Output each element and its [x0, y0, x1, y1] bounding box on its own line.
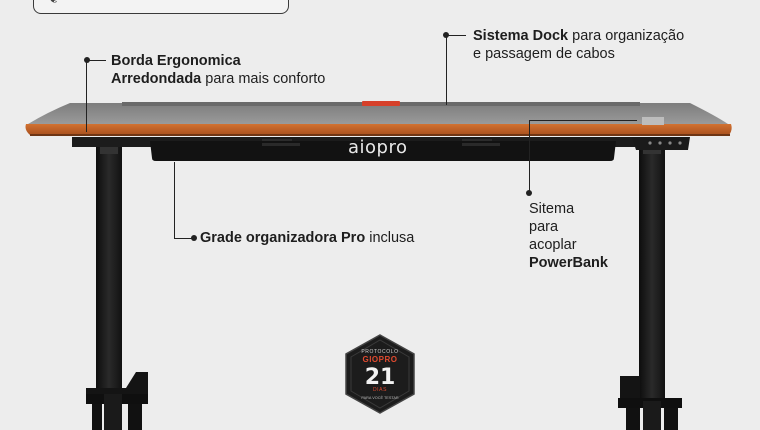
- grid-strong: Grade organizadora Pro: [200, 230, 366, 246]
- left-leg: [86, 146, 148, 430]
- callout-line-grid-v: [174, 162, 175, 238]
- seal-top-text: PROTOCOLO: [361, 349, 398, 355]
- grid-rest: inclusa: [365, 230, 415, 246]
- callout-line-dock-h: [446, 35, 466, 36]
- callout-dot-grid: [191, 235, 197, 241]
- wooden-edge: [25, 124, 732, 135]
- organizer-tray: [150, 141, 616, 161]
- powerbank-strong: PowerBank: [529, 255, 608, 271]
- callout-line-grid-h: [174, 238, 194, 239]
- powerbank-line-3: acoplar: [529, 237, 577, 253]
- brand-logo-text: aiopro: [348, 137, 408, 158]
- edge-rest-2: para mais conforto: [201, 71, 326, 87]
- callout-line-edge-v: [86, 60, 87, 132]
- annotation-ergonomic-edge: Borda Ergonomica Arredondada para mais c…: [111, 52, 371, 88]
- desktop-surface: [28, 103, 728, 124]
- callout-dot-powerbank: [526, 190, 532, 196]
- dock-line-2: e passagem de cabos: [473, 46, 615, 62]
- annotation-organizer-grid: Grade organizadora Pro inclusa: [200, 229, 480, 247]
- seal-brand-text: GIOPRO: [362, 355, 397, 364]
- seal-bottom-text: PARA VOCÊ TESTAR: [361, 395, 399, 400]
- powerbank-line-1: Sitema: [529, 201, 575, 217]
- dock-rest-1: para organização: [568, 28, 685, 44]
- callout-line-powerbank-v: [529, 120, 530, 192]
- annotation-dock-system: Sistema Dock para organização e passagem…: [473, 27, 758, 63]
- protocol-21-days-seal: PROTOCOLO GIOPRO 21 DIAS PARA VOCÊ TESTA…: [345, 334, 415, 414]
- annotation-powerbank: Sitema para acoplar PowerBank: [529, 200, 639, 272]
- top-badge: ❦: [33, 0, 289, 14]
- dock-accent: [362, 101, 400, 106]
- edge-strong-1: Borda Ergonomica: [111, 53, 241, 69]
- dock-strong: Sistema Dock: [473, 28, 569, 44]
- control-panel: [632, 137, 690, 150]
- powerbank-line-2: para: [529, 219, 559, 235]
- laurel-icon: ❦: [48, 0, 60, 5]
- powerbank-slot: [642, 117, 664, 125]
- right-leg: [618, 146, 682, 430]
- callout-line-powerbank-h: [529, 120, 637, 121]
- seal-number: 21: [365, 365, 396, 390]
- edge-strong-2: Arredondada: [111, 71, 202, 87]
- callout-line-dock-v: [446, 35, 447, 105]
- callout-line-edge-h: [86, 60, 106, 61]
- seal-unit-text: DIAS: [373, 387, 387, 393]
